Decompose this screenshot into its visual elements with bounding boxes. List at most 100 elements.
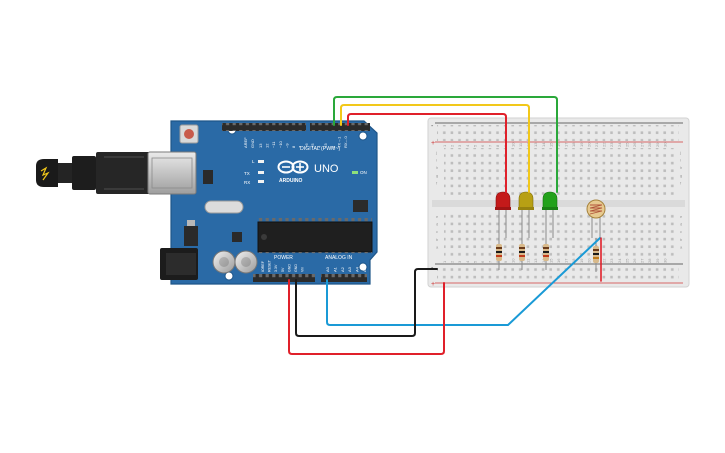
led-red[interactable] bbox=[495, 191, 511, 238]
wire-green[interactable] bbox=[333, 96, 558, 193]
power-pin-label: Vin bbox=[301, 267, 305, 272]
row-letter-right: g bbox=[680, 173, 682, 178]
digital-pin-label: 7 bbox=[298, 145, 303, 148]
column-number-top: 6 bbox=[480, 144, 485, 147]
column-number-bottom: 20 bbox=[586, 258, 591, 263]
column-number-top: 14 bbox=[541, 142, 546, 147]
column-number-bottom: 24 bbox=[617, 258, 622, 263]
column-number-bottom: 25 bbox=[624, 258, 629, 263]
analog-pin-label: A0 bbox=[325, 266, 330, 272]
column-number-top: 8 bbox=[495, 144, 500, 147]
column-number-top: 11 bbox=[518, 142, 523, 147]
column-number-bottom: 16 bbox=[556, 258, 561, 263]
on-led-label: ON bbox=[360, 170, 367, 175]
column-number-bottom: 6 bbox=[480, 260, 485, 263]
pin-label-gnd: GND bbox=[250, 139, 255, 148]
crystal bbox=[204, 200, 244, 214]
rail-top-minus-label: - bbox=[431, 123, 434, 130]
column-number-bottom: 30 bbox=[662, 258, 667, 263]
column-number-bottom: 27 bbox=[640, 258, 645, 263]
column-number-top: 26 bbox=[632, 142, 637, 147]
digital-pin-label: ~10 bbox=[278, 140, 283, 148]
terminal-block-bottom bbox=[444, 212, 676, 259]
column-number-top: 3 bbox=[457, 144, 462, 147]
wire-red-digital[interactable] bbox=[347, 113, 507, 193]
column-number-top: 5 bbox=[472, 144, 477, 147]
wire-black-gnd[interactable] bbox=[295, 268, 438, 337]
column-number-top: 10 bbox=[510, 142, 515, 147]
arduino-logo bbox=[277, 160, 309, 174]
resistor-2[interactable] bbox=[519, 236, 525, 270]
column-number-bottom: 22 bbox=[602, 258, 607, 263]
l-led-label: L bbox=[252, 159, 255, 164]
column-number-bottom: 9 bbox=[503, 260, 508, 263]
row-letter-left: c bbox=[436, 229, 438, 234]
reset-button[interactable] bbox=[179, 124, 199, 144]
row-letter-right: d bbox=[680, 222, 682, 227]
column-number-bottom: 3 bbox=[457, 260, 462, 263]
column-number-top: 18 bbox=[571, 142, 576, 147]
digital-pin-label: RX←0 bbox=[343, 135, 348, 148]
column-number-top: 2 bbox=[450, 144, 455, 147]
analog-header-label: ANALOG IN bbox=[325, 255, 353, 261]
pin-label-aref: AREF bbox=[243, 137, 248, 148]
column-number-top: 13 bbox=[533, 142, 538, 147]
row-letter-left: d bbox=[436, 222, 438, 227]
row-letter-left: a bbox=[436, 244, 439, 249]
power-pin-label: 3.3V bbox=[274, 264, 278, 272]
row-letter-left: h bbox=[436, 165, 438, 170]
row-letter-right: e bbox=[680, 214, 683, 219]
power-pin-label: GND bbox=[294, 264, 298, 272]
digital-pin-label: ~9 bbox=[284, 143, 289, 148]
column-number-bottom: 19 bbox=[579, 258, 584, 263]
wire-yellow[interactable] bbox=[340, 104, 530, 193]
photoresistor[interactable] bbox=[586, 199, 606, 238]
row-letter-left: f bbox=[436, 180, 438, 185]
column-number-bottom: 26 bbox=[632, 258, 637, 263]
column-number-top: 27 bbox=[640, 142, 645, 147]
resistor-3[interactable] bbox=[543, 236, 549, 270]
column-number-top: 23 bbox=[609, 142, 614, 147]
analog-pin-label: A2 bbox=[340, 266, 345, 272]
column-number-top: 7 bbox=[488, 144, 493, 147]
row-letter-right: h bbox=[680, 165, 682, 170]
column-number-top: 17 bbox=[564, 142, 569, 147]
rx-led-label: RX bbox=[244, 180, 250, 185]
row-letter-right: b bbox=[680, 237, 683, 242]
brand-label: ARDUINO bbox=[279, 178, 302, 184]
led-green[interactable] bbox=[542, 191, 558, 238]
digital-pin-label: 4 bbox=[317, 145, 322, 148]
resistor-4[interactable] bbox=[593, 238, 599, 272]
digital-pin-label: 13 bbox=[258, 143, 263, 148]
tx-led-label: TX bbox=[244, 171, 250, 176]
column-number-bottom: 5 bbox=[472, 260, 477, 263]
analog-pin-label: A1 bbox=[332, 266, 337, 272]
column-number-top: 22 bbox=[602, 142, 607, 147]
column-number-bottom: 18 bbox=[571, 258, 576, 263]
analog-pin-label: A4 bbox=[355, 266, 360, 272]
column-number-top: 25 bbox=[624, 142, 629, 147]
column-number-bottom: 14 bbox=[541, 258, 546, 263]
row-letter-right: a bbox=[680, 244, 683, 249]
column-number-top: 19 bbox=[579, 142, 584, 147]
wire-red-5v[interactable] bbox=[288, 279, 445, 355]
digital-pin-label: ~6 bbox=[304, 143, 309, 148]
column-number-top: 20 bbox=[586, 142, 591, 147]
wire-blue-analog[interactable] bbox=[326, 237, 601, 326]
column-number-bottom: 29 bbox=[655, 258, 660, 263]
row-letter-left: i bbox=[436, 158, 437, 163]
analog-pin-label: A3 bbox=[347, 266, 352, 272]
digital-pin-label: 2 bbox=[330, 145, 335, 148]
resistor-1[interactable] bbox=[496, 236, 502, 270]
led-yellow[interactable] bbox=[518, 191, 534, 238]
rail-top-plus-label: + bbox=[431, 140, 435, 147]
digital-pin-label: 12 bbox=[265, 143, 270, 148]
digital-pin-label: ~11 bbox=[271, 141, 276, 148]
power-header-label: POWER bbox=[274, 255, 293, 261]
column-number-top: 21 bbox=[594, 142, 599, 147]
